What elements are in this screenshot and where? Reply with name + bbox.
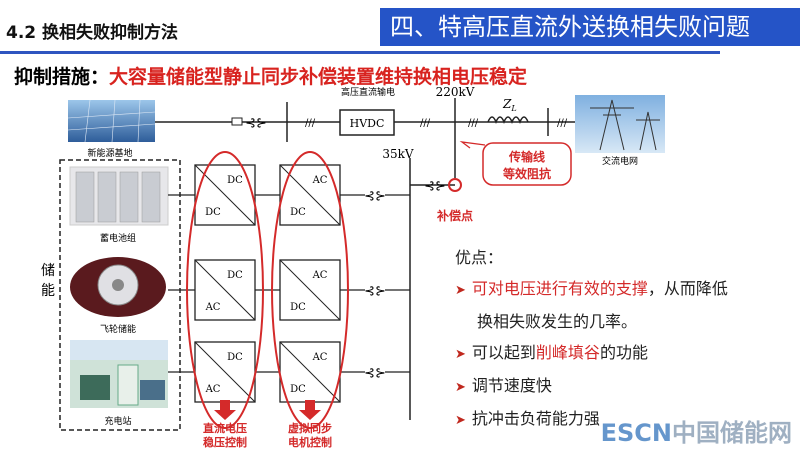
ac-grid-label: 交流电网 — [602, 155, 638, 167]
converter-terminal-label: AC — [312, 175, 328, 186]
advantage-highlight: 削峰填谷 — [535, 343, 600, 362]
hvdc-box — [339, 109, 395, 136]
section-title: 4.2 换相失败抑制方法 — [6, 23, 179, 43]
converter-terminal-label: DC — [205, 207, 221, 218]
converter-terminal-label: AC — [205, 384, 221, 395]
advantage-item: ➤ 可以起到削峰填谷的功能 — [455, 337, 728, 370]
converter-diagonal — [279, 341, 341, 403]
converter-terminal-label: DC — [290, 384, 306, 395]
advantage-text: 的功能 — [599, 343, 648, 362]
arrow-down-icon — [299, 400, 321, 420]
subtitle: 抑制措施：大容量储能型静止同步补偿装置维持换相电压稳定 — [14, 62, 527, 89]
slide-banner: 四、特高压直流外送换相失败问题 — [380, 8, 800, 46]
converter-diagonal — [194, 341, 256, 403]
power-tower-image — [575, 95, 665, 153]
dc-converter-group-ellipse — [186, 151, 264, 429]
transformer-icon: ⊰⊱ — [245, 116, 267, 131]
converter-diagonal — [194, 259, 256, 321]
converter-terminal-label: DC — [290, 302, 306, 313]
converter-terminal-label: DC — [227, 352, 243, 363]
converter-terminal-label: AC — [312, 352, 328, 363]
subtitle-text: 大容量储能型静止同步补偿装置维持换相电压稳定 — [109, 66, 528, 88]
vsg-control-label: 虚拟同步 — [288, 421, 332, 435]
advantage-text: ，从而降低 — [647, 279, 728, 298]
watermark-cn: 中国储能网 — [672, 419, 792, 447]
advantages-list: 优点： ➤ 可对电压进行有效的支撑，从而降低 换相失败发生的几率。 ➤ 可以起到削峰… — [455, 242, 728, 436]
compensation-point-label: 补偿点 — [436, 208, 473, 223]
advantage-text: 抗冲击负荷能力强 — [471, 409, 600, 428]
transformer-icon: ⊰⊱ — [364, 284, 386, 299]
bus-35kv-label: 35kV — [382, 147, 414, 161]
bullet-arrow-icon: ➤ — [455, 283, 466, 298]
inductor-icon — [487, 116, 529, 125]
battery-label: 蓄电池组 — [100, 232, 136, 244]
transformer-icon: ⊰⊱ — [424, 179, 446, 194]
dc-control-label: 直流电压 — [203, 421, 247, 435]
renewable-base-label: 新能源基地 — [87, 147, 132, 159]
bus-220kv-label: 220kV — [436, 85, 475, 99]
breaker-icon — [231, 117, 243, 126]
advantage-text: 可以起到 — [471, 343, 536, 362]
hvdc-label: HVDC — [350, 117, 385, 130]
flywheel-label: 飞轮储能 — [100, 323, 136, 335]
subtitle-label: 抑制措施： — [14, 66, 110, 88]
advantage-item: ➤ 抗冲击负荷能力强 — [455, 403, 728, 436]
watermark-latin: ESCN — [600, 419, 672, 447]
storage-label: 能 — [41, 283, 55, 299]
line-marks: /// — [420, 118, 431, 129]
line-marks: /// — [468, 118, 479, 129]
divider — [0, 51, 720, 54]
flywheel-image — [70, 257, 166, 317]
converter-diagonal — [279, 259, 341, 321]
callout-text-1: 传输线 — [508, 149, 545, 164]
transformer-icon: ⊰⊱ — [364, 189, 386, 204]
charging-station-image — [70, 340, 168, 408]
advantages-title: 优点： — [455, 248, 504, 267]
advantage-item: ➤ 调节速度快 — [455, 370, 728, 403]
storage-label: 储 — [41, 263, 55, 279]
storage-group-box — [59, 159, 181, 431]
ac-converter-group-ellipse — [271, 151, 349, 429]
converter-terminal-label: DC — [290, 207, 306, 218]
bullet-arrow-icon: ➤ — [455, 347, 466, 362]
converter-terminal-label: AC — [312, 270, 328, 281]
advantage-highlight: 可对电压进行有效的支撑 — [471, 279, 648, 298]
transformer-icon: ⊰⊱ — [364, 366, 386, 381]
line-marks: /// — [305, 118, 316, 129]
advantage-item: ➤ 可对电压进行有效的支撑，从而降低 — [455, 273, 728, 306]
advantage-text: 调节速度快 — [471, 376, 552, 395]
converter-terminal-label: AC — [205, 302, 221, 313]
compensation-point-marker — [448, 178, 462, 192]
converter-terminal-label: DC — [227, 175, 243, 186]
dc-control-label: 稳压控制 — [203, 435, 247, 449]
impedance-callout — [482, 142, 572, 186]
bullet-arrow-icon: ➤ — [455, 413, 466, 428]
callout-text-2: 等效阻抗 — [502, 166, 551, 181]
arrow-down-icon — [214, 400, 236, 420]
charging-station-label: 充电站 — [104, 415, 131, 427]
hvdc-title: 高压直流输电 — [341, 86, 395, 98]
line-marks: /// — [557, 118, 568, 129]
bullet-arrow-icon: ➤ — [455, 380, 466, 395]
impedance-label: ZL — [502, 97, 517, 113]
advantage-item-cont: 换相失败发生的几率。 — [477, 312, 638, 331]
solar-panel-image — [68, 100, 155, 142]
converter-terminal-label: DC — [227, 270, 243, 281]
vsg-control-label: 电机控制 — [288, 435, 332, 449]
watermark: ESCN中国储能网 — [601, 413, 792, 448]
